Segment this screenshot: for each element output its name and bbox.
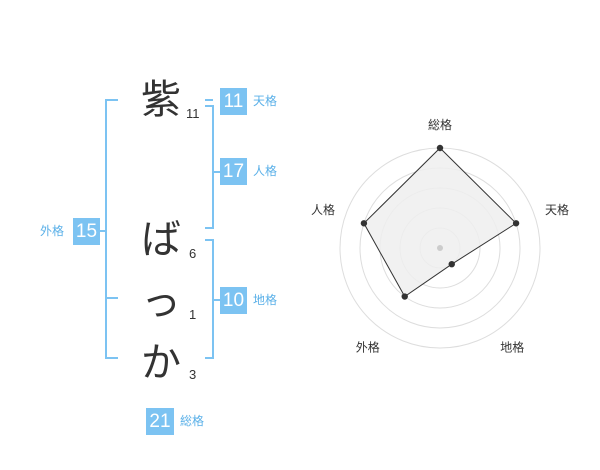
jinkaku-badge: 17 <box>220 158 247 185</box>
gaikaku-label: 外格 <box>40 224 65 238</box>
radar-axis-label-3: 地格 <box>500 340 524 355</box>
radar-point-1 <box>436 144 444 152</box>
radar-point-3 <box>448 260 455 268</box>
soukaku-badge: 21 <box>146 408 174 435</box>
radar-center-dot <box>437 245 443 251</box>
radar-axis-label-4: 外格 <box>356 340 380 355</box>
gaikaku-bracket <box>105 99 118 359</box>
soukaku-label: 総格 <box>180 414 205 428</box>
stroke-count-4: 3 <box>189 367 197 382</box>
name-char-2: ば <box>141 217 181 263</box>
radar-area <box>363 147 517 298</box>
radar-point-5 <box>360 220 368 227</box>
chikaku-badge: 10 <box>220 287 247 314</box>
radar-axis-label-5: 人格 <box>311 202 335 217</box>
jinkaku-bracket <box>205 105 214 229</box>
name-char-3: っ <box>141 279 181 325</box>
radar-axis-label-1: 総格 <box>428 117 452 132</box>
name-char-4: か <box>141 340 181 386</box>
name-char-1: 紫 <box>141 77 181 123</box>
radar-axis-label-2: 天格 <box>545 202 569 217</box>
radar-point-2 <box>512 220 520 227</box>
stroke-count-1: 11 <box>186 106 200 121</box>
stroke-count-2: 6 <box>189 246 197 261</box>
chikaku-bracket <box>205 239 214 359</box>
chikaku-label: 地格 <box>253 293 278 307</box>
stroke-count-3: 1 <box>189 307 197 322</box>
jinkaku-label: 人格 <box>253 164 278 178</box>
tenkaku-label: 天格 <box>253 94 278 108</box>
tenkaku-badge: 11 <box>220 88 247 115</box>
radar-point-4 <box>401 293 408 300</box>
gaikaku-badge: 15 <box>73 218 100 245</box>
